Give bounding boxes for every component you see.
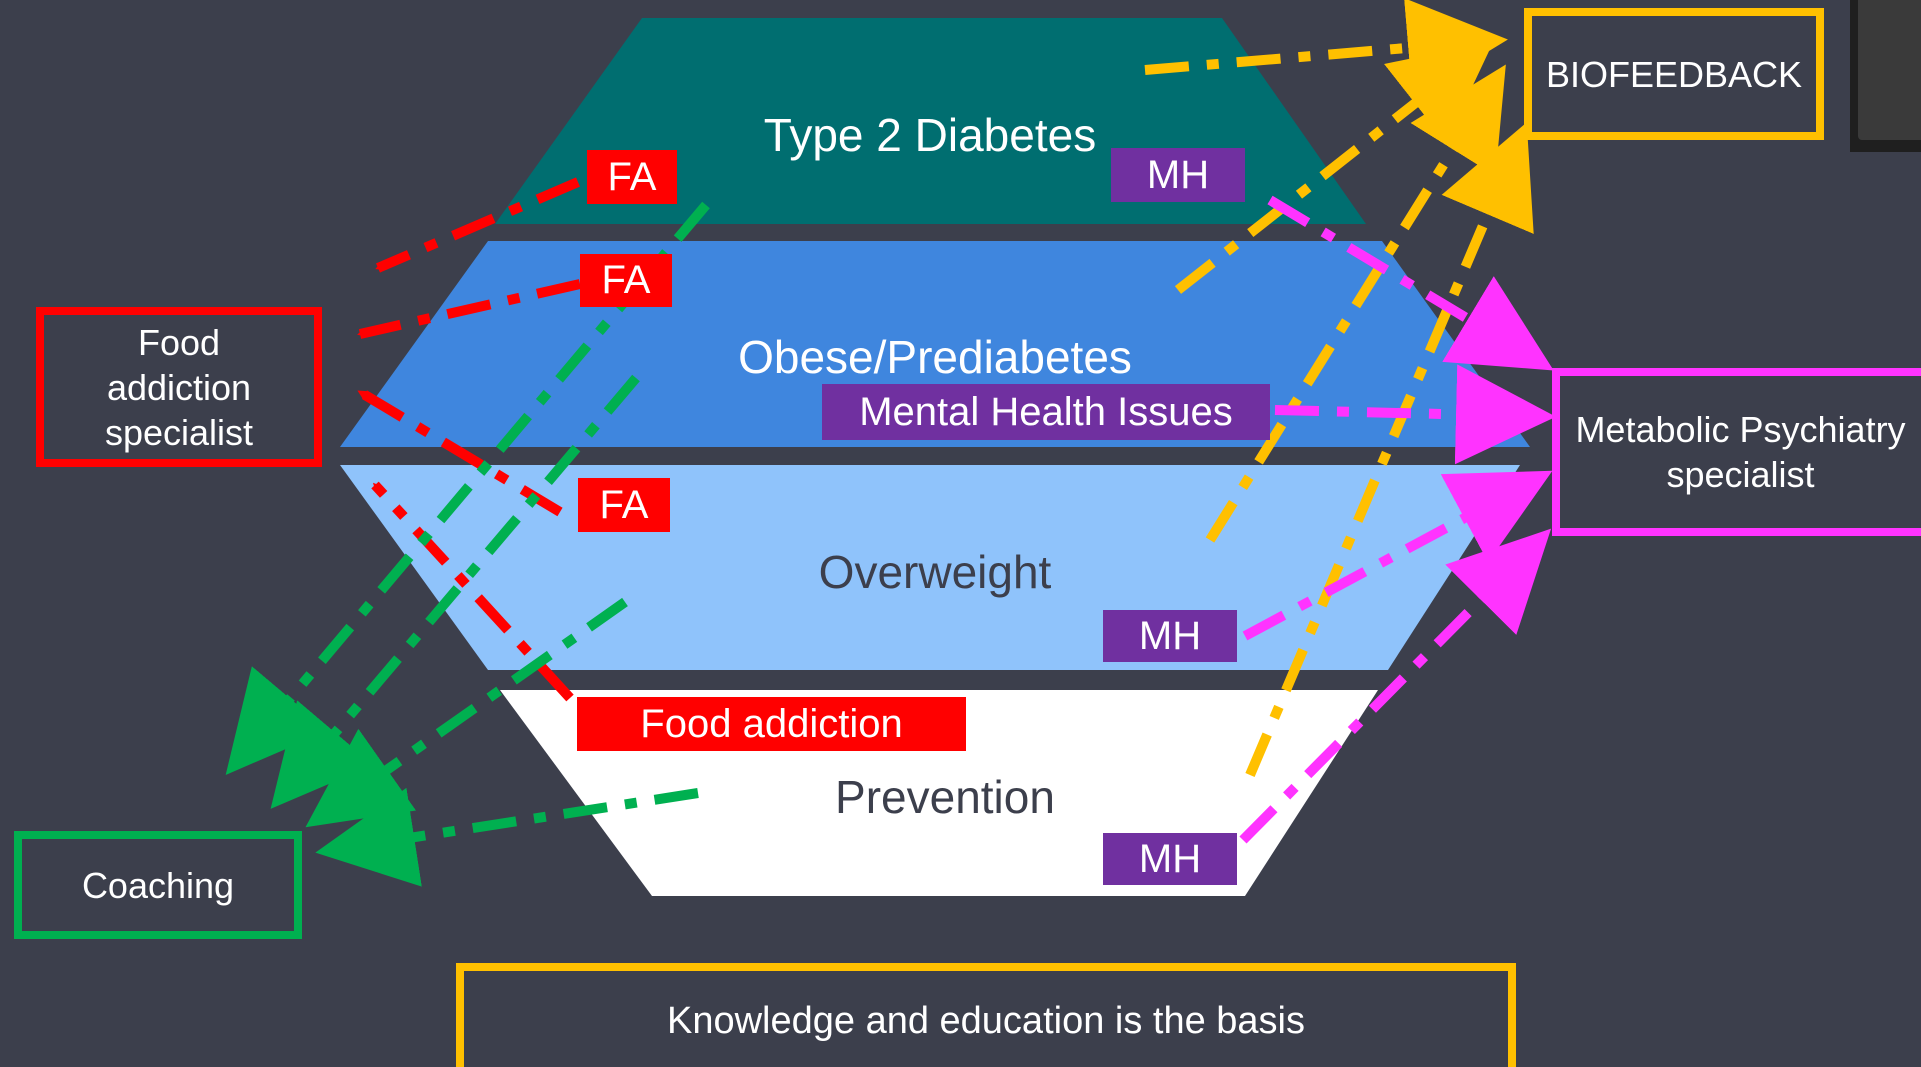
mh-tag-prevention: MH — [1103, 833, 1237, 885]
biofeedback-box: BIOFEEDBACK — [1524, 8, 1824, 140]
arrow-psy-prevention — [1239, 528, 1552, 844]
tier-obese-label: Obese/Prediabetes — [738, 331, 1132, 383]
arrow-psy-overweight — [1242, 470, 1553, 641]
arrow-fa-obese — [357, 279, 582, 339]
food-addiction-specialist-box: Food addiction specialist — [36, 307, 322, 467]
tier-type2-label: Type 2 Diabetes — [763, 109, 1097, 161]
arrow-psy-type2 — [1267, 195, 1554, 371]
fa-tag-prevention: Food addiction — [577, 697, 966, 751]
fa-tag-obese: FA — [580, 254, 672, 307]
tier-overweight-label: Overweight — [818, 546, 1052, 598]
mh-tag-overweight: MH — [1103, 610, 1237, 662]
arrow-coach-prevention — [315, 787, 699, 887]
fa-tag-type2: FA — [587, 150, 677, 204]
arrow-fa-overweight — [357, 387, 563, 517]
mh-tag-obese: Mental Health Issues — [822, 384, 1270, 440]
mh-tag-type2: MH — [1111, 148, 1245, 202]
knowledge-education-box: Knowledge and education is the basis — [456, 963, 1516, 1067]
arrow-fa-type2 — [375, 177, 580, 273]
arrow-bio-prevention — [1245, 122, 1534, 777]
metabolic-psychiatry-specialist-box: Metabolic Psychiatry specialist — [1552, 368, 1921, 536]
tier-prevention-label: Prevention — [835, 771, 1055, 823]
arrow-psy-obese — [1274, 364, 1556, 465]
coaching-box: Coaching — [14, 831, 302, 939]
fa-tag-overweight: FA — [578, 478, 670, 532]
arrow-coach-overweight — [305, 597, 628, 828]
presenter-thumbnail — [1850, 0, 1921, 152]
